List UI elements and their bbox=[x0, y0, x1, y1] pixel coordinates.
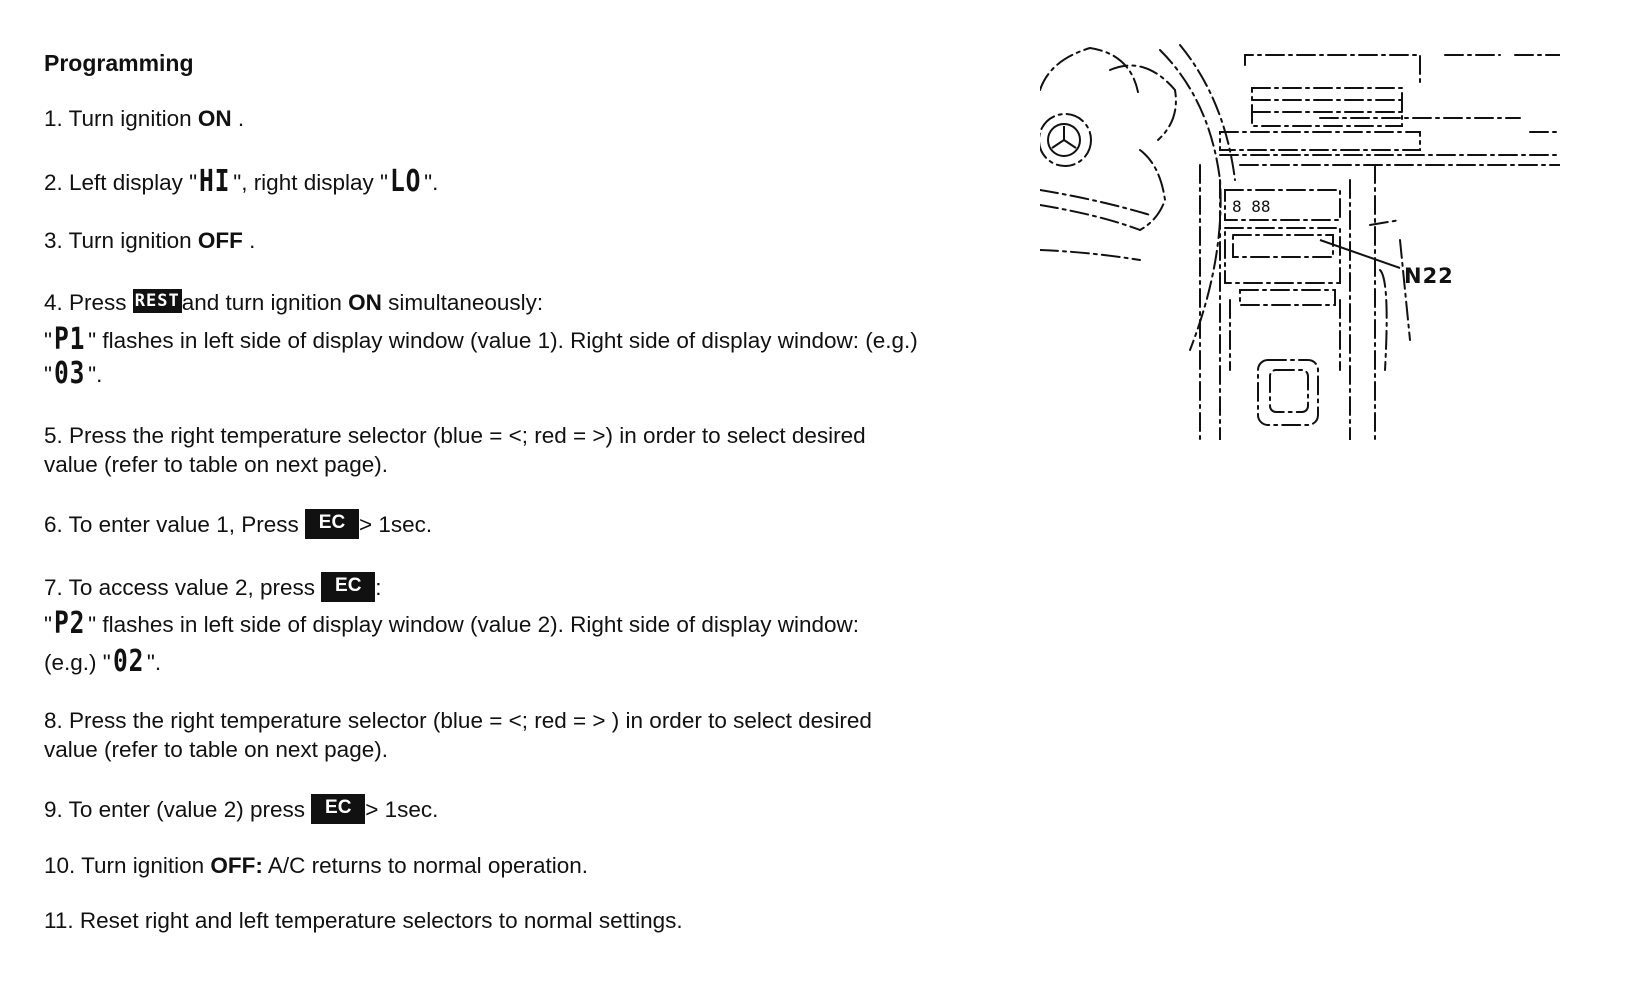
lcd-display-hi: HI bbox=[199, 164, 231, 199]
lcd-display-03: 03 bbox=[54, 356, 86, 391]
lcd-display-p1: P1 bbox=[54, 322, 86, 357]
step-3: 3. Turn ignition OFF . bbox=[44, 228, 256, 253]
step-1: 1. Turn ignition ON . bbox=[44, 106, 245, 131]
lcd-display-02: 02 bbox=[112, 644, 145, 679]
ec-key-icon: EC bbox=[321, 572, 376, 602]
page-title: Programming bbox=[44, 50, 194, 76]
lcd-display-lo: LO bbox=[390, 164, 422, 199]
step-7-line-2: "P2" flashes in left side of display win… bbox=[44, 606, 859, 641]
callout-leader-line bbox=[1319, 239, 1401, 269]
ec-key-icon: EC bbox=[311, 794, 366, 824]
ec-key-icon: EC bbox=[304, 509, 359, 539]
callout-n22: N22 bbox=[1404, 264, 1454, 288]
lcd-display-p2: P2 bbox=[54, 606, 86, 641]
step-9: 9. To enter (value 2) press EC> 1sec. bbox=[44, 794, 1044, 824]
mercedes-star-icon bbox=[1047, 123, 1081, 157]
dashboard-diagram: 8 88 bbox=[1040, 44, 1560, 440]
step-4: 4. Press RESTand turn ignition ON simult… bbox=[44, 289, 544, 315]
step-5: 5. Press the right temperature selector … bbox=[44, 423, 866, 477]
step-8: 8. Press the right temperature selector … bbox=[44, 708, 872, 762]
step-4-line-3: "03". bbox=[44, 356, 103, 391]
step-2: 2. Left display "HI", right display "LO"… bbox=[44, 164, 439, 199]
step-4-line-2: "P1" flashes in left side of display win… bbox=[44, 322, 918, 357]
step-6: 6. To enter value 1, Press EC> 1sec. bbox=[44, 509, 1044, 539]
step-11: 11. Reset right and left temperature sel… bbox=[44, 908, 683, 933]
step-7: 7. To access value 2, press EC: bbox=[44, 572, 1044, 602]
step-10: 10. Turn ignition OFF: A/C returns to no… bbox=[44, 853, 589, 878]
panel-label: 8 88 bbox=[1232, 197, 1271, 216]
step-7-line-3: (e.g.) "02". bbox=[44, 644, 162, 679]
rest-key-icon: REST bbox=[132, 289, 182, 313]
